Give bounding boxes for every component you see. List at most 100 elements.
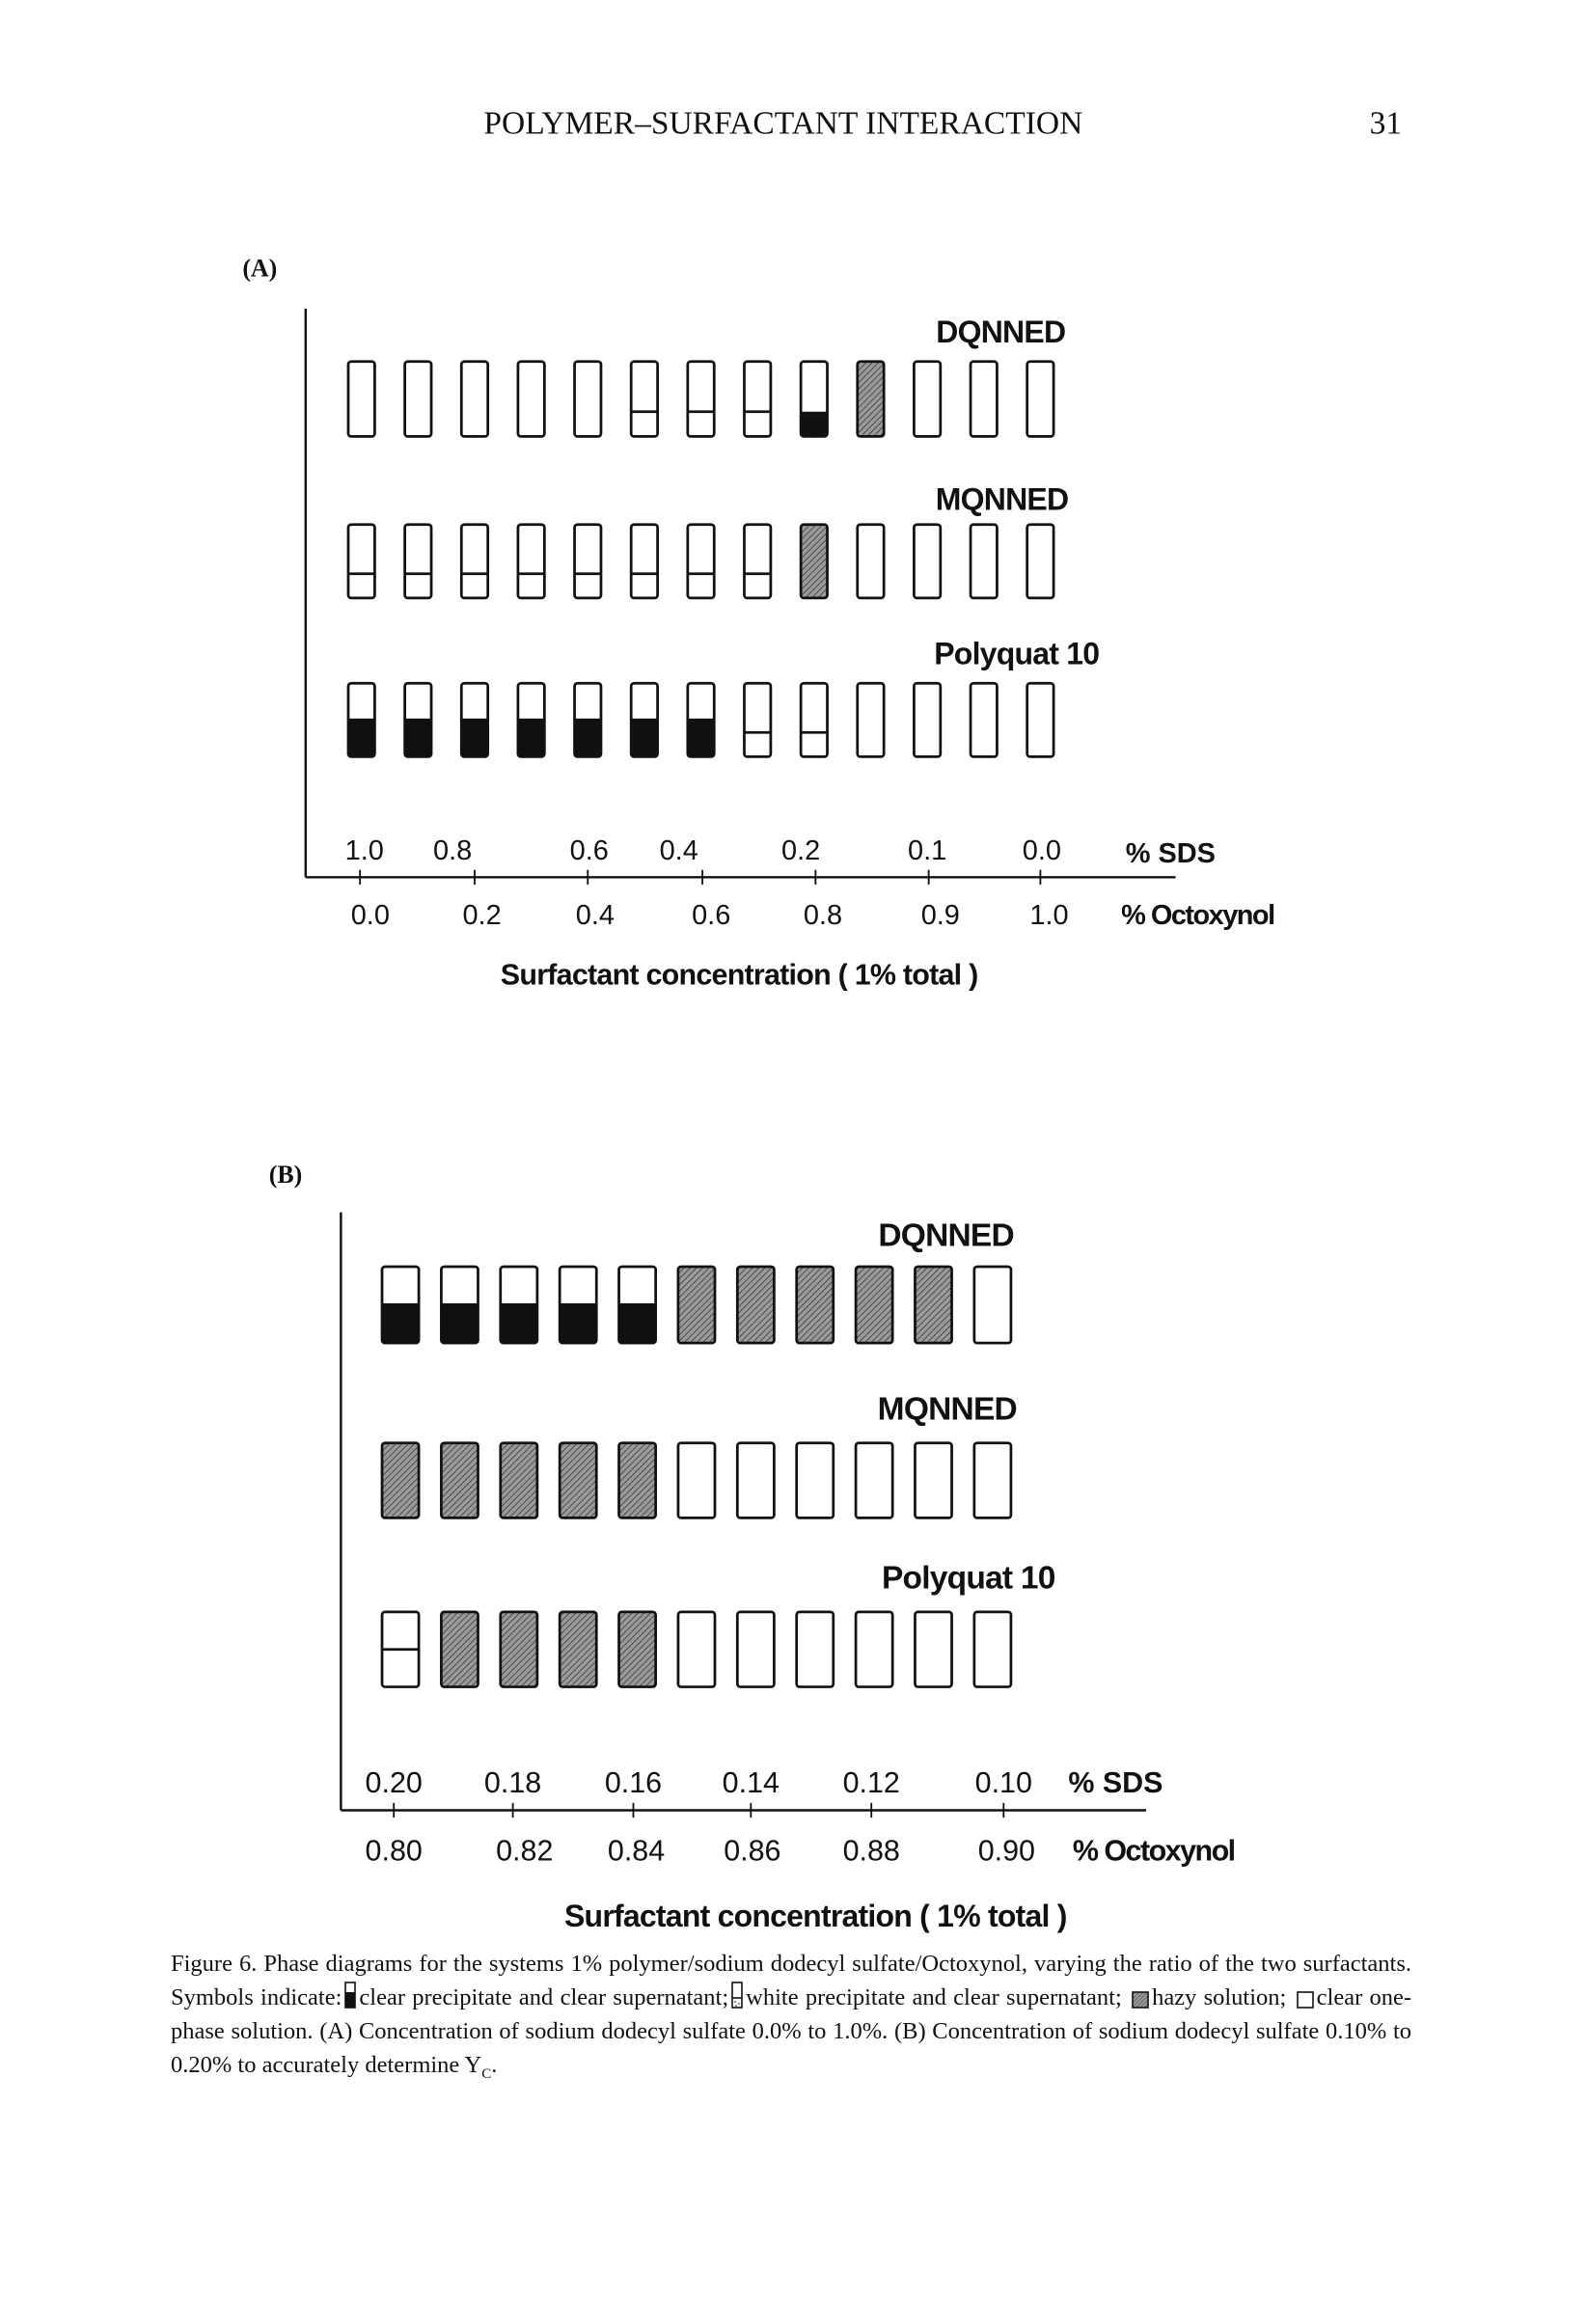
bottom-tick-label: 0.4	[576, 900, 615, 931]
figure-caption: Figure 6. Phase diagrams for the systems…	[171, 1947, 1411, 2092]
tube-clear	[676, 1610, 717, 1688]
precipitate-fill	[461, 718, 488, 757]
tube-clear	[969, 523, 999, 600]
tube-white-precipitate	[573, 523, 603, 600]
bottom-axis-label: % Octoxynol	[1073, 1834, 1235, 1867]
tube-clear	[795, 1441, 835, 1519]
top-tick-label: 0.12	[843, 1766, 900, 1799]
tube-clear	[913, 360, 943, 438]
tube-clear	[735, 1441, 776, 1519]
series-label: MQNNED	[936, 482, 1069, 517]
tube-outline	[403, 523, 433, 600]
top-tick-label: 0.16	[605, 1766, 662, 1799]
tube-outline	[676, 1441, 717, 1519]
tube-outline	[459, 523, 490, 600]
tube-clear	[346, 360, 376, 438]
tube-outline	[913, 681, 943, 758]
hazy-fill	[560, 1611, 597, 1687]
tube-body	[857, 683, 885, 757]
bottom-tick-label: 0.80	[366, 1834, 423, 1867]
tube-clear-precipitate	[686, 681, 716, 758]
tube-outline	[969, 360, 999, 438]
tube-clear	[914, 1441, 953, 1519]
hazy-fill	[915, 1266, 952, 1344]
x-axis-title: Surfactant concentration ( 1% total )	[564, 1899, 1067, 1933]
tube-outline	[676, 1265, 717, 1345]
tube-clear-precipitate	[617, 1265, 658, 1345]
tube-hazy	[856, 360, 886, 438]
bottom-tick-label: 0.90	[978, 1834, 1035, 1867]
tube-white-precipitate	[516, 523, 546, 600]
caption-text-5: clear one-phase solution. (A) Concentrat…	[171, 1984, 1412, 2078]
hazy-fill	[618, 1442, 656, 1518]
tube-body	[461, 524, 488, 598]
tube-hazy	[440, 1610, 479, 1688]
caption-text-6: .	[491, 2052, 498, 2078]
tube-clear	[854, 1441, 894, 1519]
tube-outline	[558, 1441, 598, 1519]
tube-clear	[735, 1610, 776, 1688]
tube-body	[517, 524, 545, 598]
white-precipitate-symbol-icon	[731, 1982, 743, 2009]
clear-solution-symbol-icon	[1296, 1991, 1314, 2009]
tube-outline	[686, 523, 716, 600]
tube-outline	[403, 360, 433, 438]
hazy-fill	[441, 1442, 479, 1518]
tube-clear-precipitate	[459, 681, 490, 758]
tube-body	[973, 1442, 1011, 1518]
top-axis-label: % SDS	[1068, 1766, 1163, 1799]
tube-outline	[440, 1441, 479, 1519]
tube-clear-precipitate	[346, 681, 376, 758]
tube-outline	[972, 1610, 1013, 1688]
hazy-fill	[856, 1266, 893, 1344]
tube-outline	[856, 681, 886, 758]
tube-outline	[573, 523, 603, 600]
tube-outline	[686, 681, 716, 758]
tube-clear	[972, 1610, 1013, 1688]
caption-text-2: clear precipitate and clear supernatant;	[359, 1984, 729, 2010]
tube-outline	[795, 1610, 835, 1688]
tube-outline	[346, 523, 376, 600]
tube-body	[973, 1266, 1011, 1344]
tube-outline	[516, 681, 546, 758]
hazy-fill	[441, 1611, 479, 1687]
tube-body	[857, 524, 885, 598]
precipitate-fill	[517, 718, 545, 757]
tube-white-precipitate	[629, 360, 659, 438]
tube-white-precipitate	[799, 681, 829, 758]
tube-clear	[573, 360, 603, 438]
series-label: MQNNED	[878, 1391, 1017, 1427]
top-tick-label: 0.18	[484, 1766, 541, 1799]
tube-outline	[558, 1610, 598, 1688]
precipitate-fill	[631, 718, 658, 757]
tube-outline	[380, 1265, 421, 1345]
tube-body	[914, 524, 941, 598]
tube-outline	[1026, 523, 1055, 600]
caption-lead: Figure 6.	[171, 1951, 258, 1977]
bottom-tick-label: 0.82	[496, 1834, 553, 1867]
precipitate-fill	[801, 411, 828, 437]
tube-body	[737, 1611, 775, 1687]
precipitate-fill	[560, 1302, 597, 1344]
tube-clear	[403, 360, 433, 438]
tube-outline	[799, 360, 829, 438]
tube-body	[796, 1442, 834, 1518]
tube-outline	[913, 360, 943, 438]
top-tick-label: 0.4	[660, 835, 698, 866]
tube-clear	[856, 523, 886, 600]
tube-outline	[735, 1265, 776, 1345]
tube-hazy	[440, 1441, 479, 1519]
tube-outline	[459, 360, 490, 438]
tube-body	[347, 361, 375, 437]
tube-body	[915, 1611, 952, 1687]
hazy-fill	[500, 1611, 537, 1687]
tube-clear	[1026, 681, 1055, 758]
tube-body	[914, 361, 941, 437]
tube-outline	[686, 360, 716, 438]
precipitate-fill	[441, 1302, 479, 1344]
tube-outline	[743, 523, 773, 600]
bottom-tick-label: 0.88	[843, 1834, 900, 1867]
hazy-fill	[618, 1611, 656, 1687]
tube-clear	[969, 360, 999, 438]
